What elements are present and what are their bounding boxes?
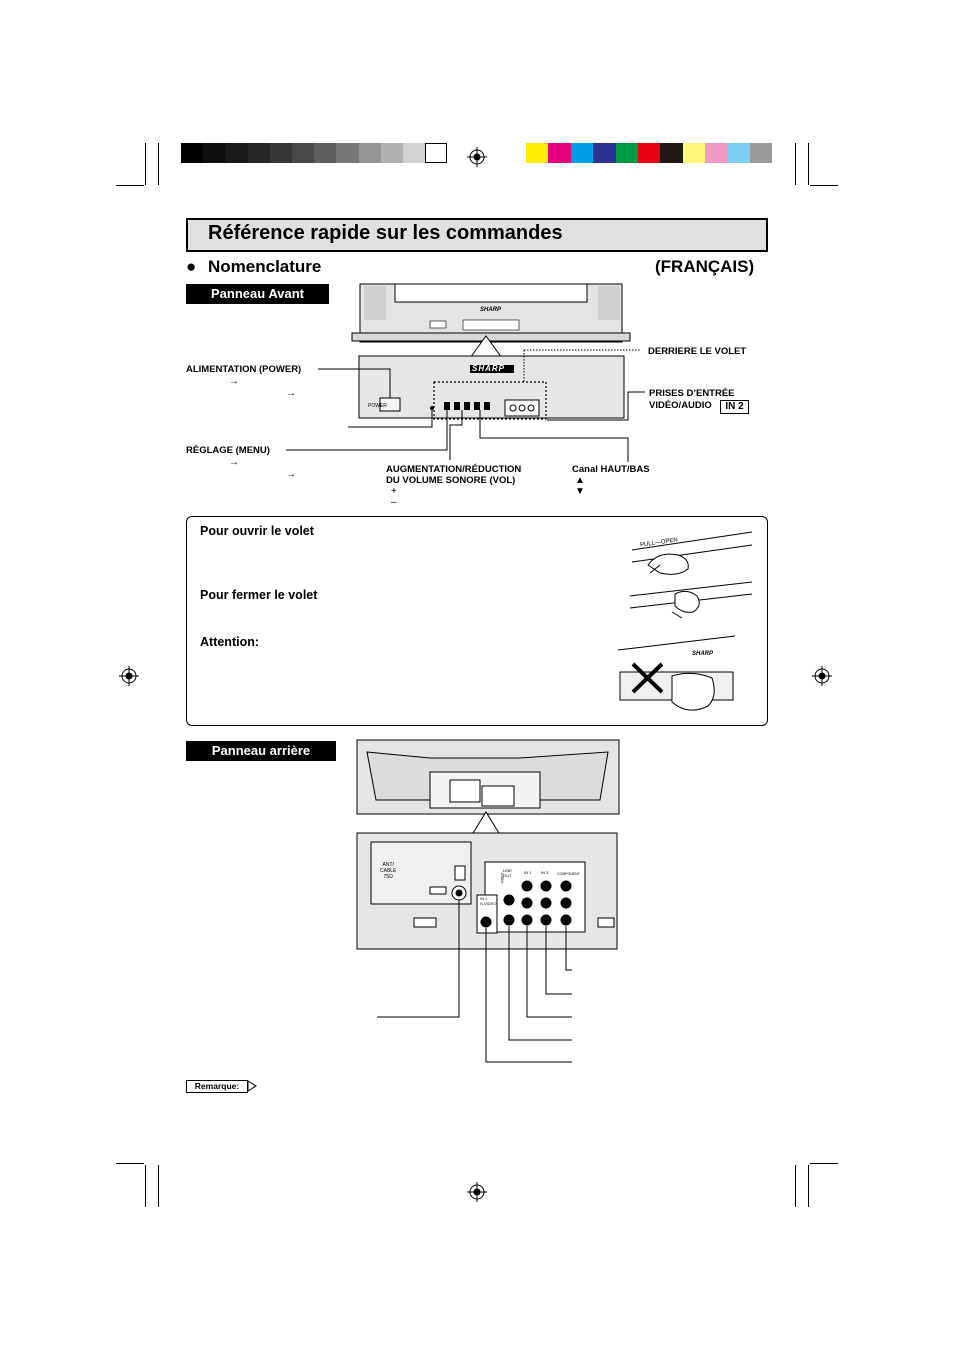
ant-label: ANT/: [382, 862, 394, 868]
arrow-icon: →: [229, 457, 239, 468]
rear-panel-tag: Panneau arrière: [186, 741, 336, 761]
door-close-illustration: [629, 581, 753, 619]
crop-mark: [795, 1165, 796, 1207]
gray-swatch: [292, 143, 315, 163]
registration-target-icon: [812, 666, 832, 686]
crop-mark: [795, 143, 796, 185]
arrow-icon: →: [286, 388, 296, 399]
gray-swatch: [358, 143, 381, 163]
power-label: ALIMENTATION (POWER): [186, 364, 302, 375]
title-box: [186, 218, 768, 252]
door-open-illustration: [631, 531, 753, 575]
volume-minus: –: [391, 497, 397, 508]
open-door-heading: Pour ouvrir le volet: [200, 524, 314, 538]
registration-target-icon: [467, 147, 487, 167]
rear-panel-illustration: [356, 832, 618, 950]
menu-label: RÈGLAGE (MENU): [186, 445, 270, 456]
in1-rca-label: IN 1: [524, 870, 532, 875]
crop-mark: [810, 1163, 838, 1164]
svideo-label: S-VIDEO: [480, 901, 497, 906]
channel-label: Canal HAUT/BAS: [572, 464, 650, 475]
volume-plus: +: [391, 486, 397, 497]
behind-door-label: DERRIERE LE VOLET: [648, 346, 747, 357]
color-swatch: [638, 143, 661, 163]
gray-swatch: [247, 143, 270, 163]
crop-mark: [158, 1165, 159, 1207]
color-swatch: [727, 143, 750, 163]
crop-mark: [145, 1165, 146, 1207]
gray-swatch: [336, 143, 359, 163]
volume-label-line1: AUGMENTATION/RÉDUCTION: [386, 464, 522, 475]
crop-mark: [116, 185, 144, 186]
inputs-label-line1: PRISES D’ENTRÉE: [649, 388, 735, 399]
registration-target-icon: [119, 666, 139, 686]
color-swatch: [548, 143, 571, 163]
attention-illustration: [617, 635, 736, 711]
volume-label-line2: DU VOLUME SONORE (VOL): [386, 475, 516, 486]
gray-swatch: [314, 143, 337, 163]
tv-brand-logo: SHARP: [480, 307, 502, 313]
component-label: COMPONENT: [557, 872, 580, 876]
ant-cable-label: ANT/ CABLE 75Ω: [380, 862, 396, 880]
attention-heading: Attention:: [200, 635, 260, 649]
arrow-icon: →: [286, 469, 296, 480]
color-swatch: [526, 143, 549, 163]
panel-power-label: POWER: [368, 403, 387, 409]
remark-badge: Remarque:: [186, 1080, 248, 1093]
line-out-label: LINE OUT: [503, 868, 512, 878]
up-triangle-icon: ▲: [575, 475, 585, 486]
language-label: (FRANÇAIS): [655, 257, 755, 276]
gray-swatch: [225, 143, 248, 163]
crop-mark: [116, 1163, 144, 1164]
gray-swatch: [203, 143, 226, 163]
gray-swatch: [380, 143, 403, 163]
cable-label: CABLE: [380, 868, 397, 874]
gray-swatch: [403, 143, 426, 163]
in2-badge: IN 2: [720, 400, 749, 414]
color-swatch: [615, 143, 638, 163]
door-brand-logo: SHARP: [692, 651, 714, 657]
impedance-label: 75Ω: [383, 874, 393, 880]
crop-mark: [810, 185, 838, 186]
down-triangle-icon: ▼: [575, 486, 585, 497]
in1-label: IN 1: [480, 896, 488, 901]
close-door-heading: Pour fermer le volet: [200, 588, 318, 602]
color-swatch: [570, 143, 594, 163]
page-title: Référence rapide sur les commandes: [208, 222, 563, 244]
bullet-icon: ●: [186, 257, 197, 276]
crop-mark: [808, 1165, 809, 1207]
crop-mark: [808, 143, 809, 185]
crop-mark: [145, 143, 146, 185]
tv-rear-illustration: [356, 739, 620, 839]
section-title: Nomenclature: [208, 257, 322, 276]
registration-target-icon: [467, 1182, 487, 1202]
front-panel-tag: Panneau Avant: [186, 284, 329, 304]
color-swatch: [660, 143, 683, 163]
gray-swatch: [181, 143, 204, 163]
panel-brand-logo: SHARP: [472, 364, 506, 373]
inputs-label-line2: VIDÉO/AUDIO: [649, 400, 712, 411]
gray-swatch: [269, 143, 292, 163]
gray-swatch: [425, 143, 448, 163]
color-swatch: [682, 143, 706, 163]
color-swatch: [750, 143, 773, 163]
video-label: VIDEO: [500, 872, 505, 884]
crop-mark: [158, 143, 159, 185]
in3-label: IN 3: [541, 870, 549, 875]
arrow-icon: →: [229, 376, 239, 387]
door-notes-box: [186, 516, 768, 726]
color-swatch: [705, 143, 728, 163]
tv-front-illustration: [351, 283, 631, 420]
in1-svideo-label: IN 1 S-VIDEO: [480, 896, 496, 906]
color-swatch: [593, 143, 616, 163]
